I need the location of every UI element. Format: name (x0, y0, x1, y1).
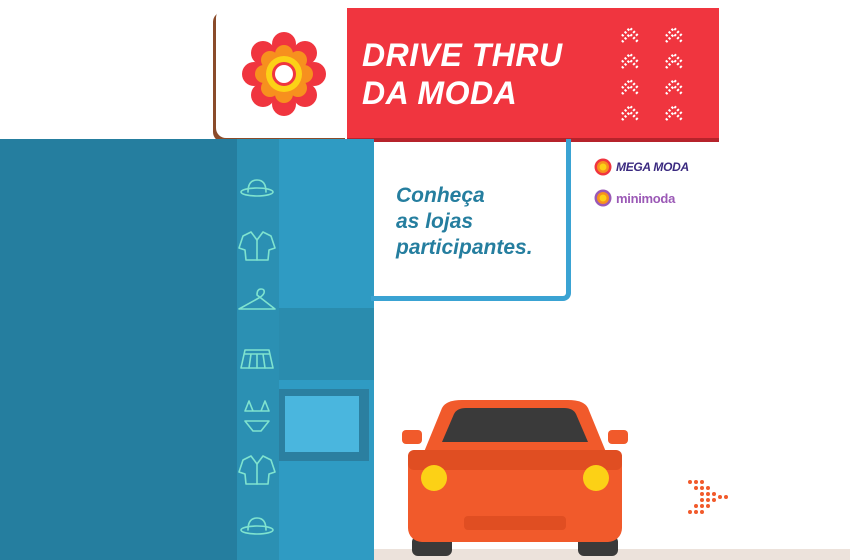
flower-icon (594, 189, 612, 207)
sign-title: DRIVE THRU DA MODA (362, 36, 602, 112)
brand-name: MEGA MODA (616, 160, 689, 174)
shirt-icon (238, 455, 276, 485)
flower-logo-icon (242, 32, 326, 116)
chevron-pattern-icon (621, 26, 683, 121)
building-wall (0, 139, 237, 560)
sign-title-line1: DRIVE THRU (362, 37, 563, 73)
brand-mega-moda[interactable]: MEGA MODA (594, 158, 689, 176)
info-line1: Conheça (396, 184, 485, 207)
sign-title-line2: DA MODA (362, 75, 518, 111)
arrow-dots-icon (688, 480, 728, 514)
hat-icon (240, 179, 274, 197)
car-icon (402, 400, 628, 556)
info-line3: participantes. (396, 236, 533, 259)
building-band (279, 308, 374, 380)
bikini-icon (244, 400, 270, 432)
info-box (371, 139, 571, 301)
hanger-icon (238, 288, 276, 310)
skirt-icon (240, 349, 274, 369)
brand-name: minimoda (616, 190, 675, 206)
brand-minimoda[interactable]: minimoda (594, 189, 675, 207)
sign-logo-panel (216, 8, 348, 138)
shirt-icon (238, 231, 276, 261)
info-text: Conheça as lojas participantes. (396, 183, 576, 261)
hat-icon (240, 517, 274, 535)
clothing-icon-column (238, 179, 276, 535)
info-line2: as lojas (396, 210, 474, 233)
window (285, 396, 359, 452)
flower-icon (594, 158, 612, 176)
sign-banner (347, 8, 719, 138)
